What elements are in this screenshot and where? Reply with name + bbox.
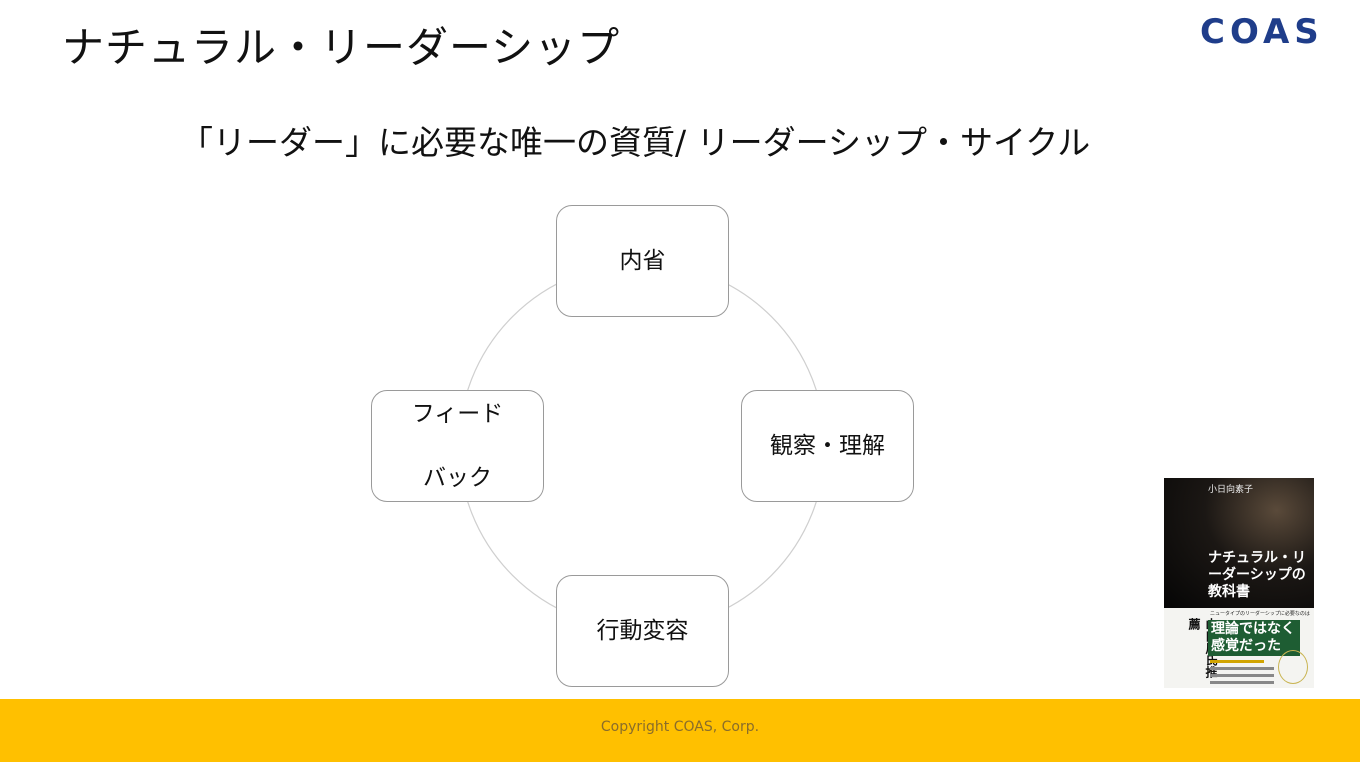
cycle-node-observation: 観察・理解: [741, 390, 914, 502]
footer-bar: Copyright COAS, Corp.: [0, 699, 1360, 762]
book-cover: 小日向素子 ナチュラル・リーダーシップの教科書 山口周氏推薦 ニュータイプのリー…: [1164, 478, 1314, 688]
book-title: ナチュラル・リーダーシップの教科書: [1208, 550, 1306, 600]
copyright: Copyright COAS, Corp.: [600, 719, 760, 735]
slide-title: ナチュラル・リーダーシップ: [62, 23, 621, 72]
book-lead: ニュータイプのリーダーシップに必要なのは: [1210, 611, 1310, 617]
cycle-node-behavior-change: 行動変容: [556, 575, 729, 687]
book-seal: [1278, 650, 1308, 684]
cycle-node-feedback: フィードバック: [371, 390, 544, 502]
book-author: 小日向素子: [1208, 485, 1254, 495]
slide-subtitle: 「リーダー」に必要な唯一の資質/ リーダーシップ・サイクル: [180, 123, 1091, 162]
coas-logo: COAS: [1200, 12, 1324, 52]
book-cover-band: 山口周氏推薦 ニュータイプのリーダーシップに必要なのは 理論ではなく感覚だった: [1164, 610, 1314, 688]
book-cover-photo: 小日向素子 ナチュラル・リーダーシップの教科書: [1164, 478, 1314, 608]
book-catchphrase: 理論ではなく感覚だった: [1208, 620, 1300, 656]
book-body-lines: [1210, 660, 1274, 688]
cycle-node-reflection: 内省: [556, 205, 729, 317]
